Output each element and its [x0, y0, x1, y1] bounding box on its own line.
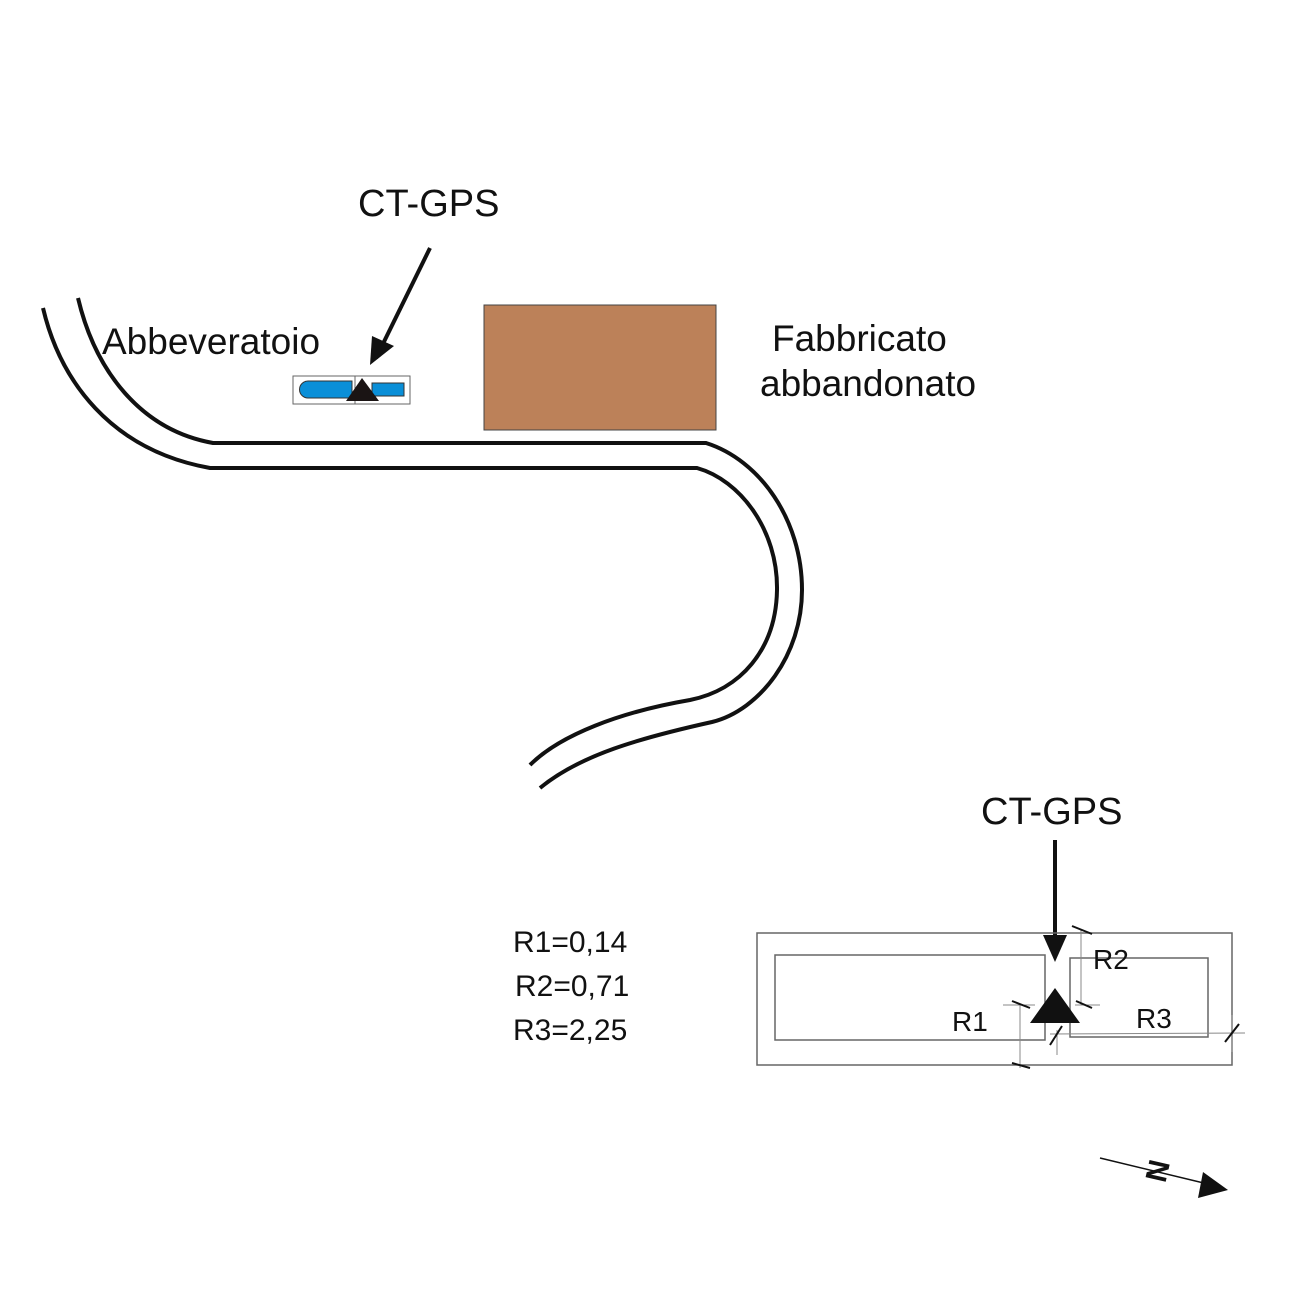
- gps-marker-triangle: [346, 378, 379, 401]
- dimension-lines: [1003, 930, 1246, 1068]
- dimension-ticks: [1011, 925, 1240, 1069]
- gps-arrow-top: [374, 247, 432, 359]
- building-label-line1: Fabbricato: [772, 318, 947, 359]
- measurement-r1: R1=0,14: [513, 926, 627, 959]
- r1-tag: R1: [952, 1006, 988, 1037]
- north-arrow: N: [1099, 1156, 1228, 1198]
- measurement-r3: R3=2,25: [513, 1014, 627, 1047]
- water-right: [371, 382, 405, 397]
- trough-label: Abbeveratoio: [102, 321, 320, 362]
- trough: [292, 375, 411, 405]
- water-left: [299, 380, 353, 399]
- gps-arrowhead-top: [370, 336, 394, 365]
- measurement-r2: R2=0,71: [515, 970, 629, 1003]
- road: [41, 297, 805, 790]
- gps-label-bottom: CT-GPS: [981, 791, 1122, 833]
- north-label: N: [1138, 1156, 1175, 1185]
- detail-outer-rect: [756, 932, 1233, 1066]
- north-arrowhead: [1198, 1172, 1228, 1198]
- abandoned-building: [483, 304, 717, 431]
- r2-tag: R2: [1093, 944, 1129, 975]
- trough-detail: CT-GPS R1 R2 R3: [756, 791, 1246, 1069]
- road-edge-inner: [76, 297, 805, 790]
- road-edge-outer: [41, 307, 780, 767]
- gps-marker-triangle-bottom: [1030, 988, 1080, 1023]
- gps-label-top: CT-GPS: [358, 183, 499, 225]
- r3-tag: R3: [1136, 1003, 1172, 1034]
- detail-left-basin: [774, 954, 1046, 1041]
- detail-right-basin: [1069, 957, 1209, 1038]
- gps-arrowhead-bottom: [1043, 935, 1067, 962]
- building-label-line2: abbandonato: [760, 363, 976, 404]
